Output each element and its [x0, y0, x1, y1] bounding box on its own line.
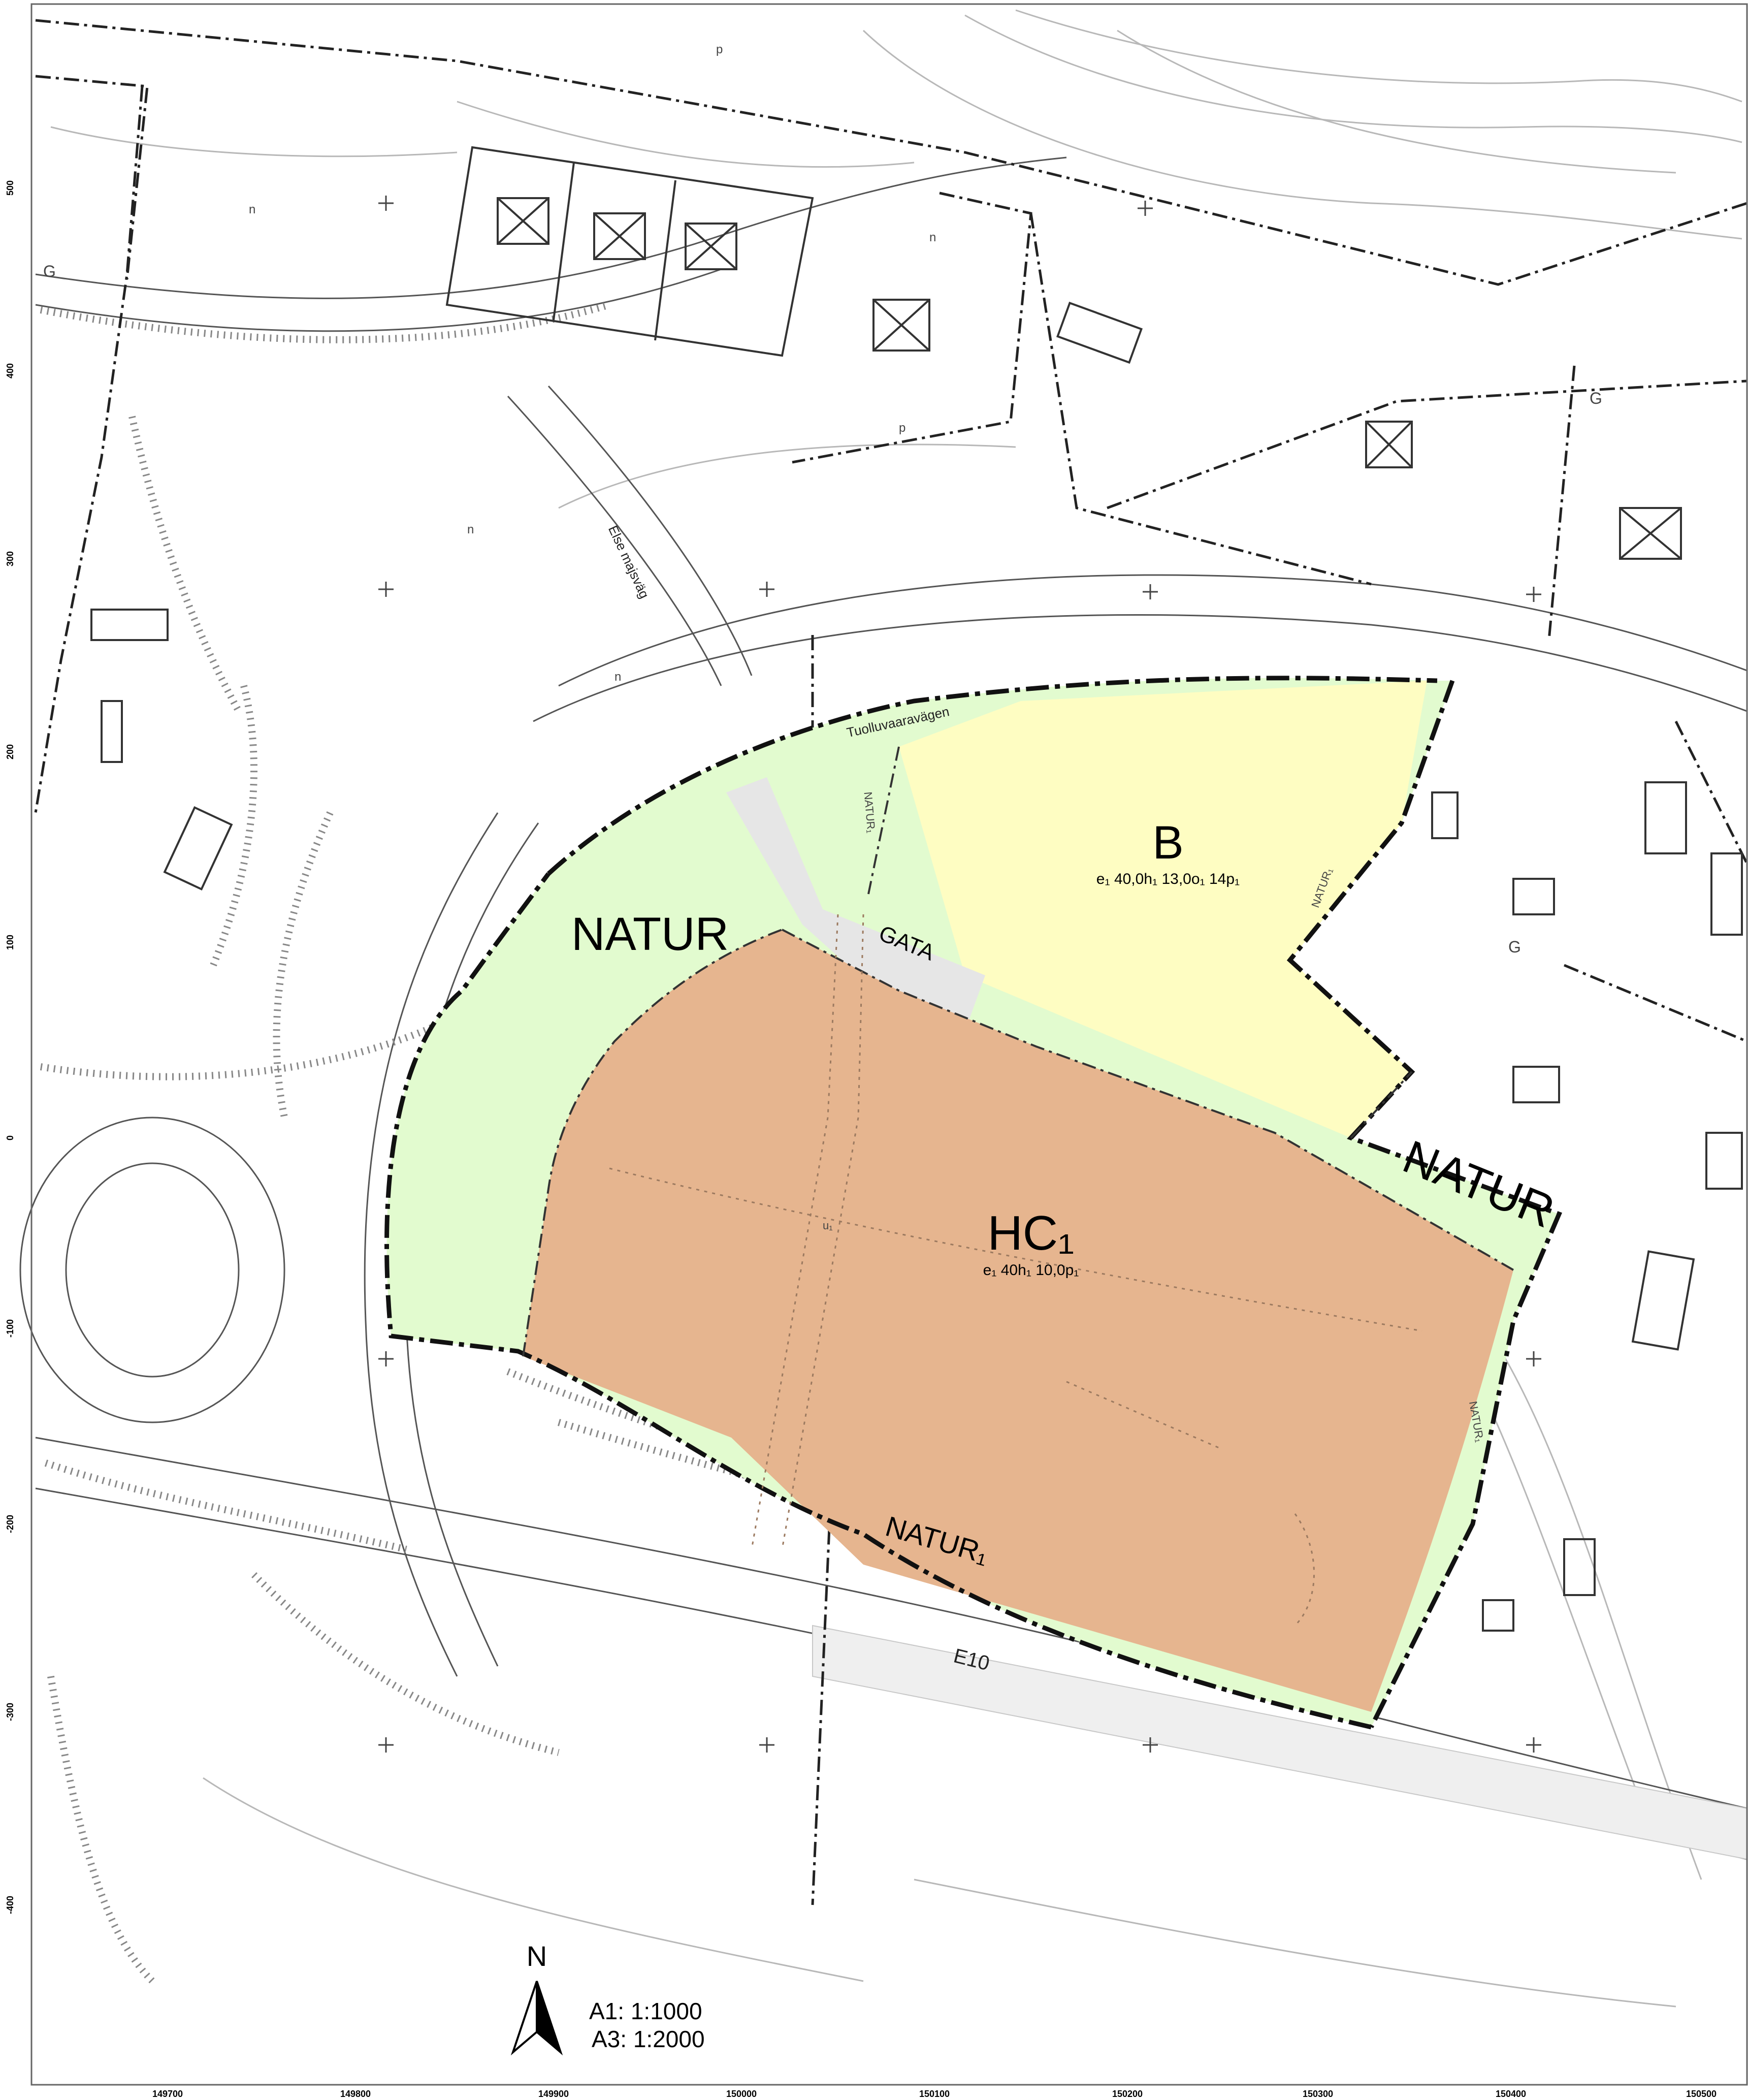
hc1-zone: [523, 930, 1513, 1712]
x-coord-149700: 149700: [152, 2089, 183, 2099]
hc1-zone-label: HC₁: [987, 1206, 1074, 1260]
g-marker-east: G: [1508, 938, 1521, 956]
n-marker-1: n: [249, 203, 255, 216]
g-marker-northeast: G: [1590, 389, 1602, 407]
gata-zone: [726, 777, 985, 1031]
zone-boundaries: [384, 676, 1563, 1730]
inner-boundaries: [522, 746, 1514, 1357]
p-marker-2: p: [899, 421, 905, 435]
buildings: [90, 146, 1743, 1632]
y-coordinates: 500 400 300 200 100 0 -100 -200 -300 -40…: [5, 180, 15, 1914]
x-coord-150200: 150200: [1112, 2089, 1143, 2099]
x-coord-150100: 150100: [919, 2089, 950, 2099]
map-frame: [30, 3, 1748, 2086]
n-marker-3: n: [467, 523, 474, 536]
x-coord-149800: 149800: [340, 2089, 371, 2099]
n-marker-2: n: [929, 231, 936, 244]
x-coordinates: 149700 149800 149900 150000 150100 15020…: [152, 2089, 1717, 2099]
y-coord-minus-200: -200: [5, 1515, 15, 1533]
hc-interior-lines: [609, 914, 1422, 1627]
x-coord-150400: 150400: [1496, 2089, 1526, 2099]
x-coord-149900: 149900: [538, 2089, 569, 2099]
hc1-zone-attrs: e₁ 40h₁ 10,0p₁: [983, 1262, 1079, 1279]
u1-marker: u₁: [823, 1219, 833, 1232]
y-coord-500: 500: [5, 180, 15, 196]
map-markers: G G G u₁ n n n n p p: [43, 43, 1602, 1232]
y-coord-0: 0: [5, 1135, 15, 1140]
north-letter: N: [527, 1940, 547, 1972]
b-zone: [899, 681, 1427, 1138]
y-coord-200: 200: [5, 744, 15, 759]
x-coord-150500: 150500: [1686, 2089, 1717, 2099]
scale-a3: A3: 1:2000: [592, 2026, 705, 2052]
y-coord-minus-300: -300: [5, 1703, 15, 1721]
g-marker-northwest: G: [43, 262, 56, 280]
scale-a1: A1: 1:1000: [589, 1998, 702, 2024]
north-arrow: N: [510, 1940, 563, 2056]
y-coord-400: 400: [5, 363, 15, 378]
n-marker-4: n: [614, 670, 621, 684]
y-coord-100: 100: [5, 935, 15, 950]
y-coord-minus-400: -400: [5, 1896, 15, 1914]
y-coord-minus-100: -100: [5, 1319, 15, 1338]
natur-west-label: NATUR: [571, 908, 729, 960]
p-marker-1: p: [716, 43, 723, 56]
x-coord-150000: 150000: [726, 2089, 757, 2099]
property-boundaries: [34, 19, 1748, 1905]
b-zone-label: B: [1152, 817, 1183, 869]
scale-info: A1: 1:1000 A3: 1:2000: [589, 1998, 705, 2052]
b-zone-attrs: e₁ 40,0h₁ 13,0o₁ 14p₁: [1096, 871, 1240, 887]
x-coord-150300: 150300: [1303, 2089, 1333, 2099]
y-coord-300: 300: [5, 551, 15, 566]
